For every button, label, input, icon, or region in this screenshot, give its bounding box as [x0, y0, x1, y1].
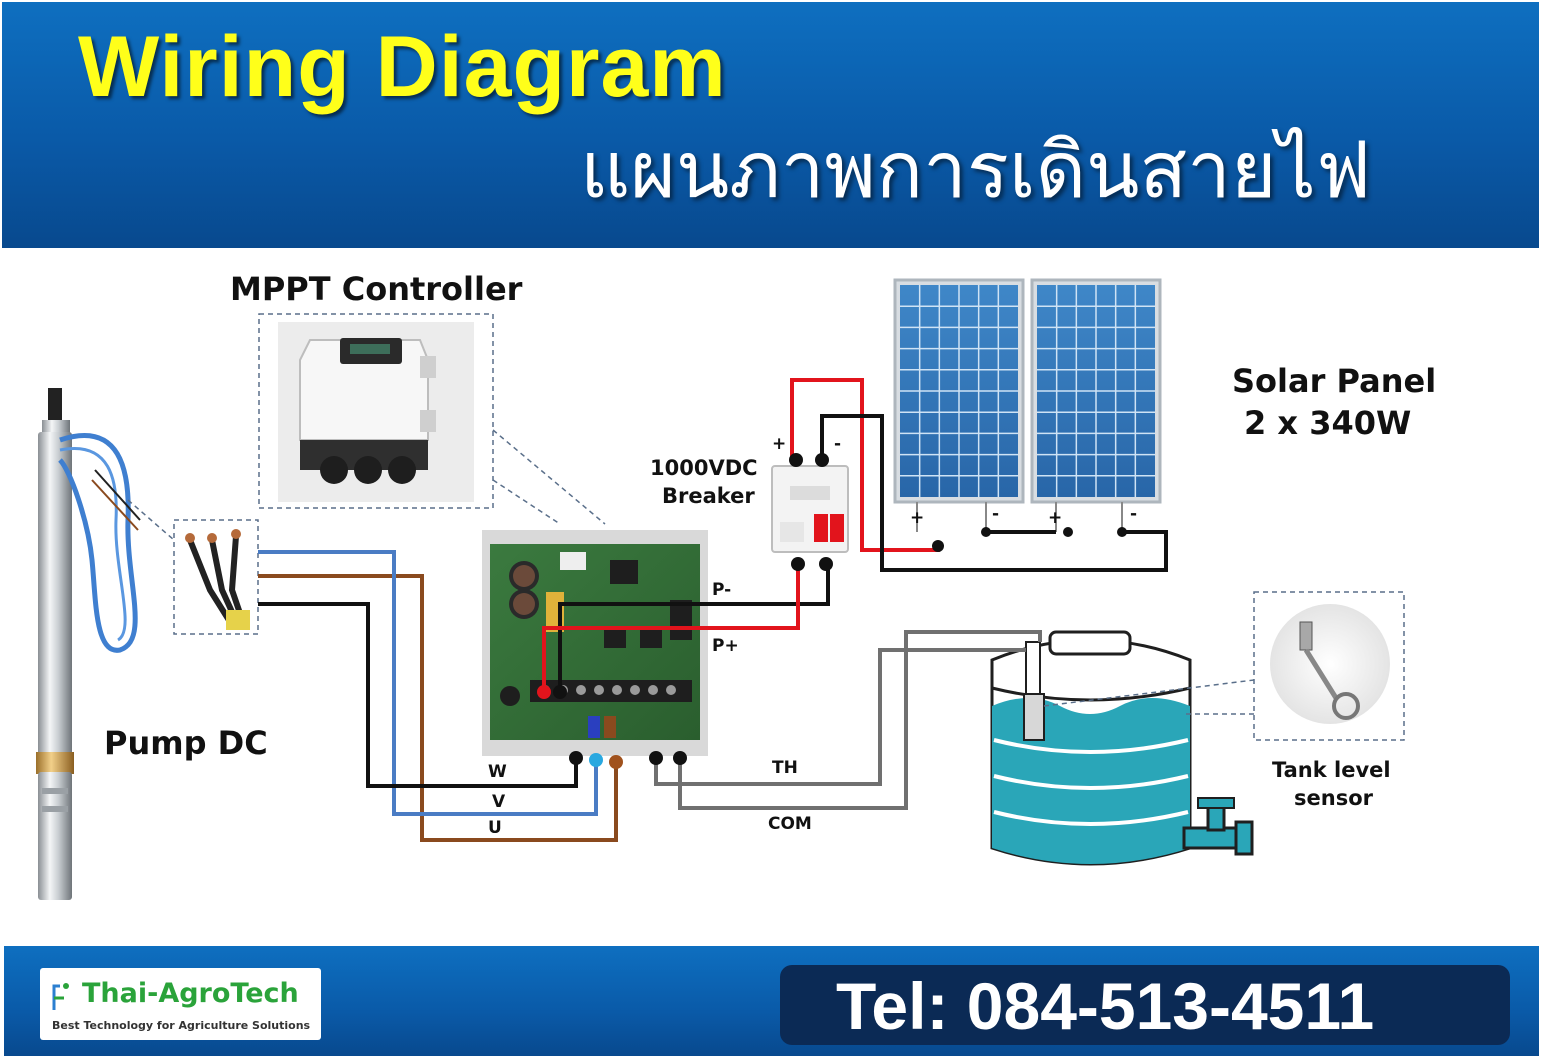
- wire-p-plus: [542, 564, 800, 690]
- pump-label: Pump DC: [104, 724, 268, 762]
- solar-cell-grid: [900, 285, 1155, 497]
- page-subtitle-thai: แผนภาพการเดินสายไฟ: [580, 126, 1372, 216]
- wire-th: [654, 648, 1026, 786]
- terminal-u-label: U: [488, 818, 502, 838]
- sensor-label-line1: Tank level: [1272, 758, 1391, 782]
- wire-p-minus: [558, 564, 830, 690]
- level-sensor-image: [1043, 591, 1405, 741]
- wiring: [258, 378, 1168, 842]
- terminal-th-label: TH: [772, 758, 798, 778]
- terminal-p-minus-label: P-: [712, 580, 732, 600]
- controller-label: MPPT Controller: [230, 270, 523, 308]
- controller-enclosure-image: [258, 313, 606, 525]
- company-logo: [40, 968, 321, 1040]
- company-name: Thai-AgroTech: [82, 978, 299, 1009]
- company-tagline: Best Technology for Agriculture Solution…: [52, 1019, 311, 1032]
- phone-number[interactable]: Tel: 084-513-4511: [836, 969, 1375, 1043]
- cable-splice-image: [127, 499, 259, 635]
- terminal-dots: [537, 453, 1127, 769]
- wire-breaker-minus: [820, 414, 1168, 572]
- logo-leaf-icon: [52, 983, 69, 1010]
- panel2-plus-label: +: [1048, 508, 1063, 528]
- solar-label-line2: 2 x 340W: [1244, 404, 1412, 442]
- breaker-minus-label: -: [834, 434, 842, 454]
- terminal-w-label: W: [488, 762, 507, 782]
- header-banner: [2, 2, 1539, 248]
- wire-com: [678, 630, 1042, 810]
- dc-breaker-image: [771, 465, 849, 553]
- panel-legs: [916, 502, 1123, 532]
- wire-v-blue: [258, 550, 598, 816]
- sensor-label-line2: sensor: [1294, 786, 1373, 810]
- page-title: Wiring Diagram: [78, 19, 727, 115]
- terminal-v-label: V: [492, 792, 506, 812]
- breaker-label-line1: 1000VDC: [650, 456, 758, 480]
- panel2-minus-label: -: [1130, 504, 1138, 524]
- solar-label-line1: Solar Panel: [1232, 362, 1437, 400]
- panel1-plus-label: +: [910, 508, 925, 528]
- panel1-minus-label: -: [992, 504, 1000, 524]
- phone-banner: [780, 965, 1510, 1045]
- pump-dc-image: [36, 388, 141, 900]
- controller-pcb-image: [482, 530, 708, 756]
- terminal-p-plus-label: P+: [712, 636, 739, 656]
- breaker-plus-label: +: [772, 434, 787, 454]
- terminal-com-label: COM: [768, 814, 812, 834]
- wire-u-brown: [258, 574, 618, 842]
- wire-w-black: [258, 602, 578, 788]
- breaker-label-line2: Breaker: [662, 484, 755, 508]
- water-tank-image: [990, 630, 1254, 866]
